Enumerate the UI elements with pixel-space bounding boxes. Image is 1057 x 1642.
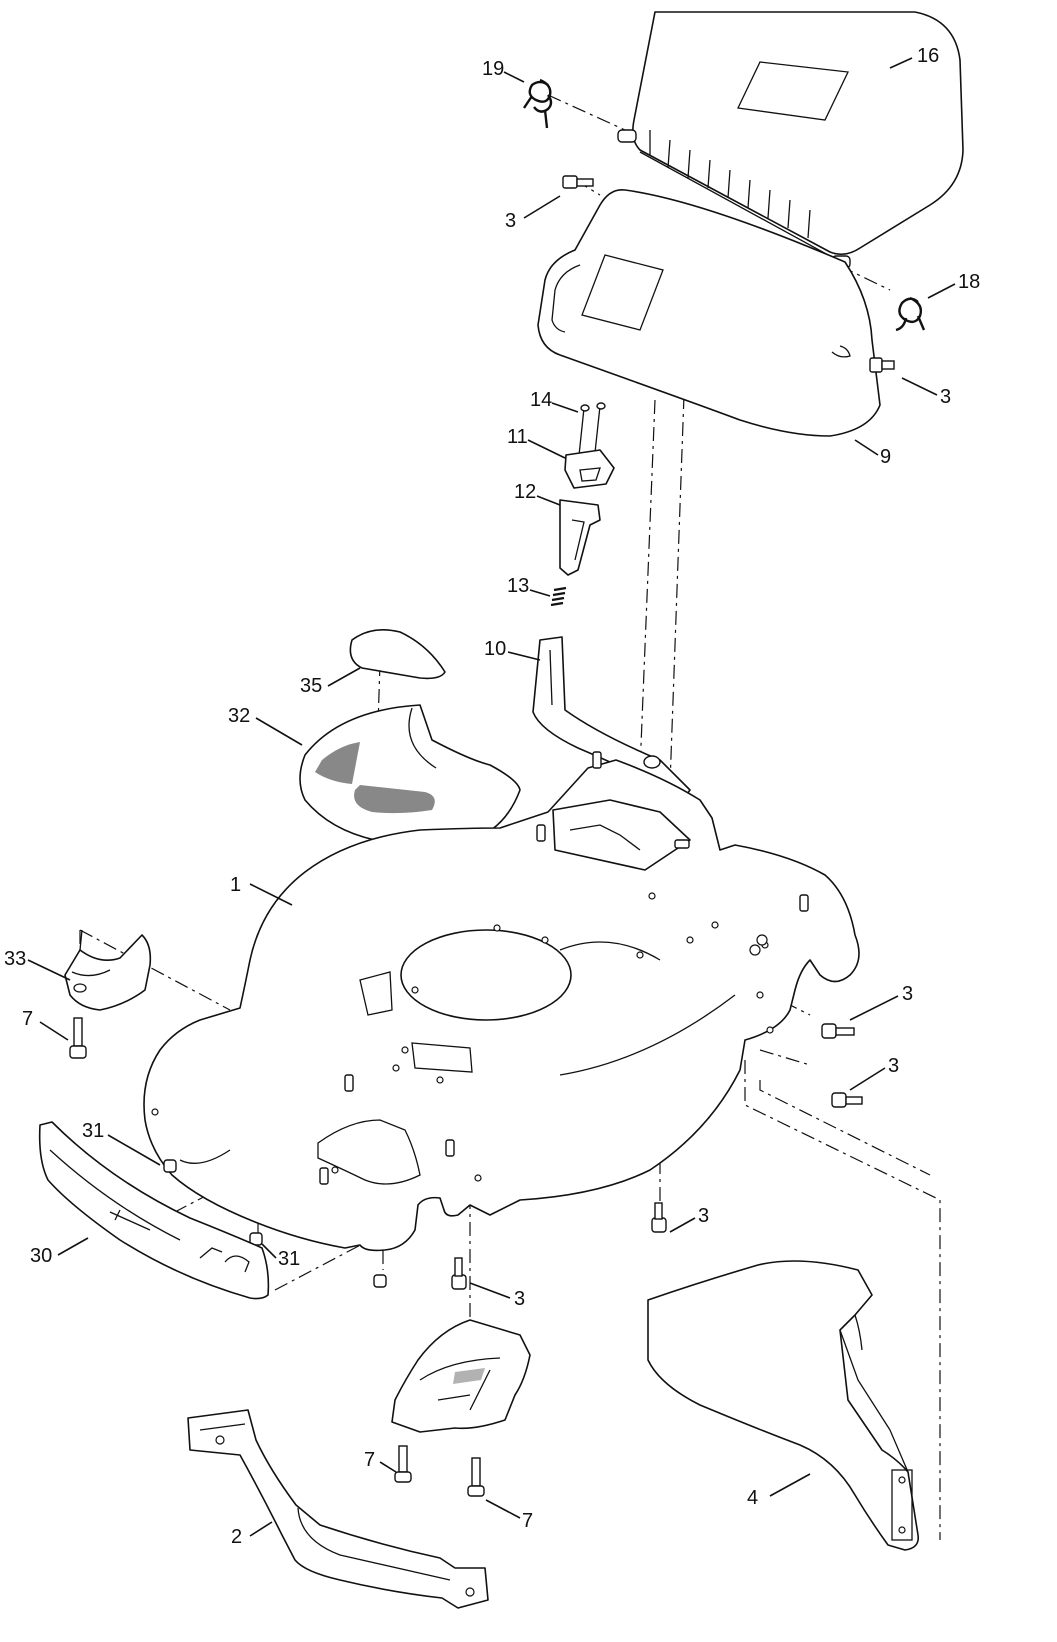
callout-2: 2 [231,1526,242,1548]
part-14-screws: 14 [530,389,606,466]
callout-9: 9 [880,446,891,468]
callout-10: 10 [484,638,506,660]
callout-35: 35 [300,675,322,697]
callout-1: 1 [230,874,241,896]
part-3-bolt-b: 3 [869,357,951,408]
callout-33: 33 [4,948,26,970]
part-13-spring: 13 [507,575,567,607]
callout-3a: 3 [505,210,516,232]
part-1-deck: 1 [143,751,860,1252]
callout-7a: 7 [22,1008,33,1030]
part-2-rear-bar: 2 [187,1409,489,1609]
callout-18: 18 [958,271,980,293]
part-center-rear-plate [391,1319,531,1433]
part-3-bolt-f: 3 [451,1257,525,1310]
callout-4: 4 [747,1487,758,1509]
part-3-bolt-e: 3 [651,1202,709,1233]
part-35-grille-cap: 35 [300,629,446,697]
callout-3b: 3 [940,386,951,408]
callout-11: 11 [507,426,528,448]
part-19-torsion-spring: 19 [482,58,553,129]
callout-3d: 3 [888,1055,899,1077]
part-7-bolt-a: 7 [22,1008,87,1059]
part-3-bolt-c: 3 [821,983,913,1039]
part-33-bracket: 33 [4,929,152,1011]
part-12-slider: 12 [514,481,601,576]
callout-19: 19 [482,58,504,80]
callout-31b: 31 [278,1248,300,1270]
callout-30: 30 [30,1245,52,1267]
part-4-discharge-chute: 4 [647,1260,920,1551]
part-32-grille: 32 [228,704,521,846]
callout-3c: 3 [902,983,913,1005]
part-9-rear-cover: 9 [537,188,891,468]
part-7-bolt-c: 7 [467,1457,533,1532]
part-31-nut-a: 31 [82,1120,177,1173]
part-30-front-bumper: 30 [30,1121,270,1300]
part-11-knob: 11 [507,426,615,489]
callout-31a: 31 [82,1120,104,1142]
part-31-nut-b: 31 [249,1232,300,1270]
callout-7c: 7 [522,1510,533,1532]
part-3-bolt-d: 3 [831,1055,899,1108]
callout-12: 12 [514,481,536,503]
part-3-bolt-a: 3 [505,175,594,232]
callout-13: 13 [507,575,529,597]
callout-3f: 3 [514,1288,525,1310]
part-7-bolt-b: 7 [364,1445,412,1483]
part-fastener-center-left [373,1274,387,1288]
callout-14: 14 [530,389,552,411]
callout-3e: 3 [698,1205,709,1227]
callout-7b: 7 [364,1449,375,1471]
part-18-torsion-spring: 18 [895,271,980,332]
callout-16: 16 [917,45,939,67]
callout-32: 32 [228,705,250,727]
